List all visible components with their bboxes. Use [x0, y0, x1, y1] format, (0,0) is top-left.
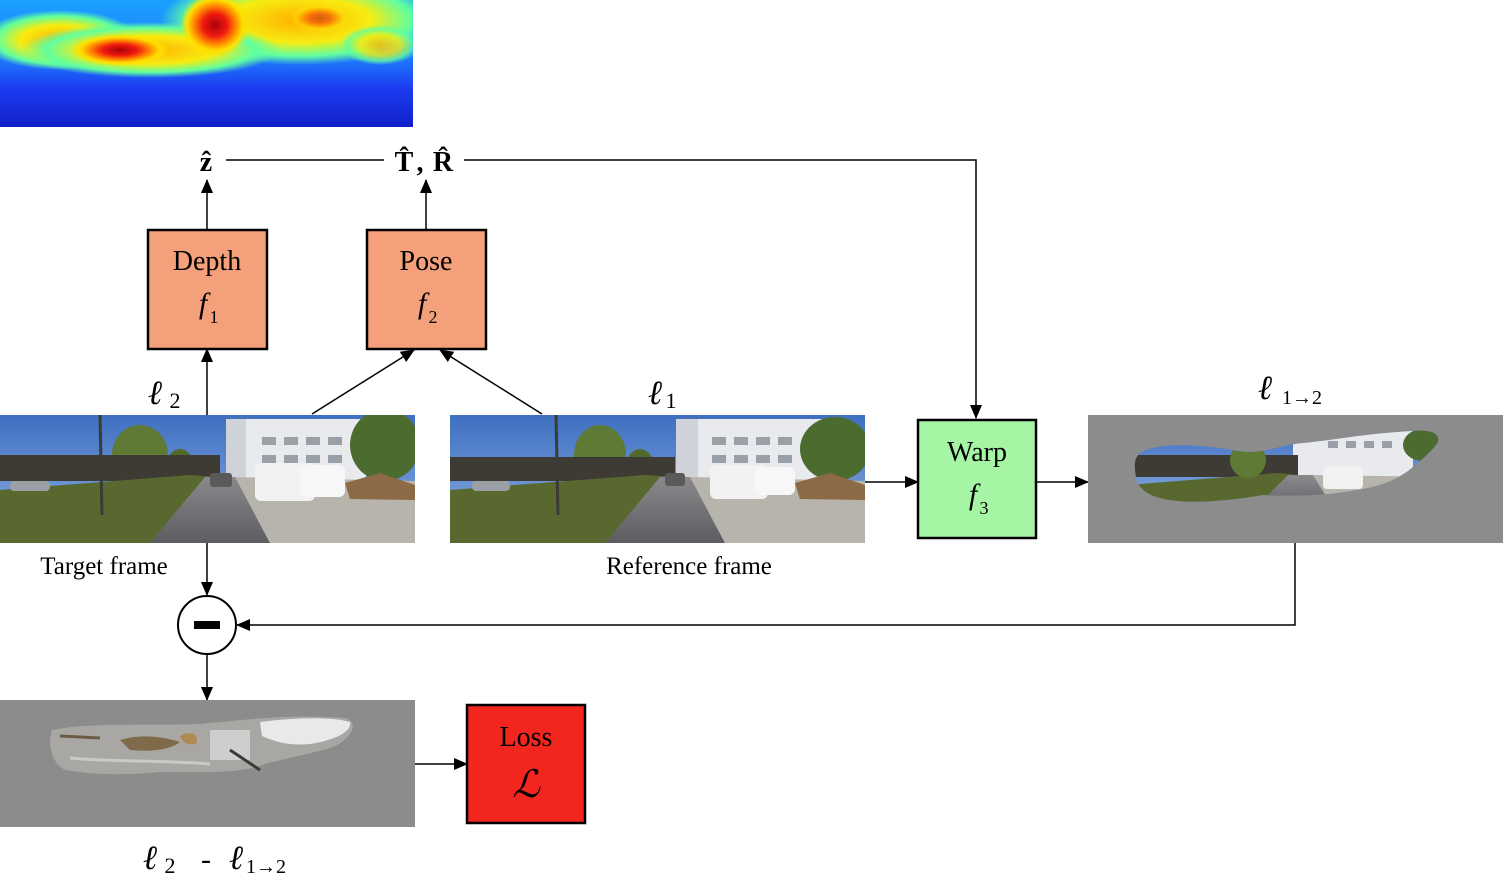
l12-sub: 1→2 [1282, 387, 1322, 409]
diff-operator: - [201, 843, 211, 876]
diff-l2-symbol: ℓ [143, 840, 157, 877]
r-hat-text: R̂ [433, 147, 454, 178]
difference-image [0, 700, 415, 827]
pose-estimate-label: T̂ , R̂ [395, 147, 454, 178]
pose-func-sub: 2 [429, 307, 438, 327]
diff-l2-sub: 2 [165, 853, 176, 878]
warped-to-subtract-arrow [236, 543, 1296, 631]
reference-frame-symbol: ℓ 1 [648, 375, 677, 413]
diff-l12-symbol: ℓ [229, 840, 243, 877]
warped-frame-image [1088, 415, 1503, 543]
depth-title: Depth [173, 246, 241, 277]
depth-network-block: Depth f 1 [146, 228, 269, 351]
loss-block: Loss ℒ [465, 703, 587, 825]
l2-sub: 2 [170, 388, 181, 413]
difference-label: ℓ 2 - ℓ 1→2 [143, 840, 286, 878]
warp-title: Warp [947, 437, 1007, 468]
target-frame-caption: Target frame [40, 553, 168, 580]
warp-func-sub: 3 [980, 498, 989, 518]
l12-symbol: ℓ [1258, 370, 1272, 407]
depth-func-sub: 1 [210, 307, 219, 327]
target-frame-image [0, 415, 415, 543]
pose-network-block: Pose f 2 [365, 228, 488, 351]
l2-symbol: ℓ [148, 375, 162, 412]
depth-heatmap-image [0, 0, 413, 127]
target-frame-symbol: ℓ 2 [148, 375, 181, 413]
pose-title: Pose [400, 246, 453, 277]
reference-frame-caption: Reference frame [606, 553, 772, 580]
z-hat-text: ẑ [200, 147, 212, 178]
loss-title: Loss [500, 722, 553, 753]
diff-l12-sub: 1→2 [246, 856, 286, 878]
reference-to-pose-arrow [439, 349, 543, 415]
reference-frame-image [450, 415, 865, 543]
minus-icon [194, 621, 220, 629]
t-hat-text: T̂ [395, 147, 414, 178]
l1-symbol: ℓ [648, 375, 662, 412]
comma-text: , [417, 147, 424, 178]
depth-estimate-label: ẑ [200, 147, 212, 178]
target-to-pose-arrow [311, 349, 415, 415]
pose-to-warp-arrow [464, 159, 982, 419]
subtract-node [177, 595, 237, 655]
loss-symbol: ℒ [512, 764, 541, 806]
warped-frame-symbol: ℓ 1→2 [1258, 370, 1322, 409]
l1-sub: 1 [666, 388, 677, 413]
warp-block: Warp f 3 [916, 418, 1038, 540]
